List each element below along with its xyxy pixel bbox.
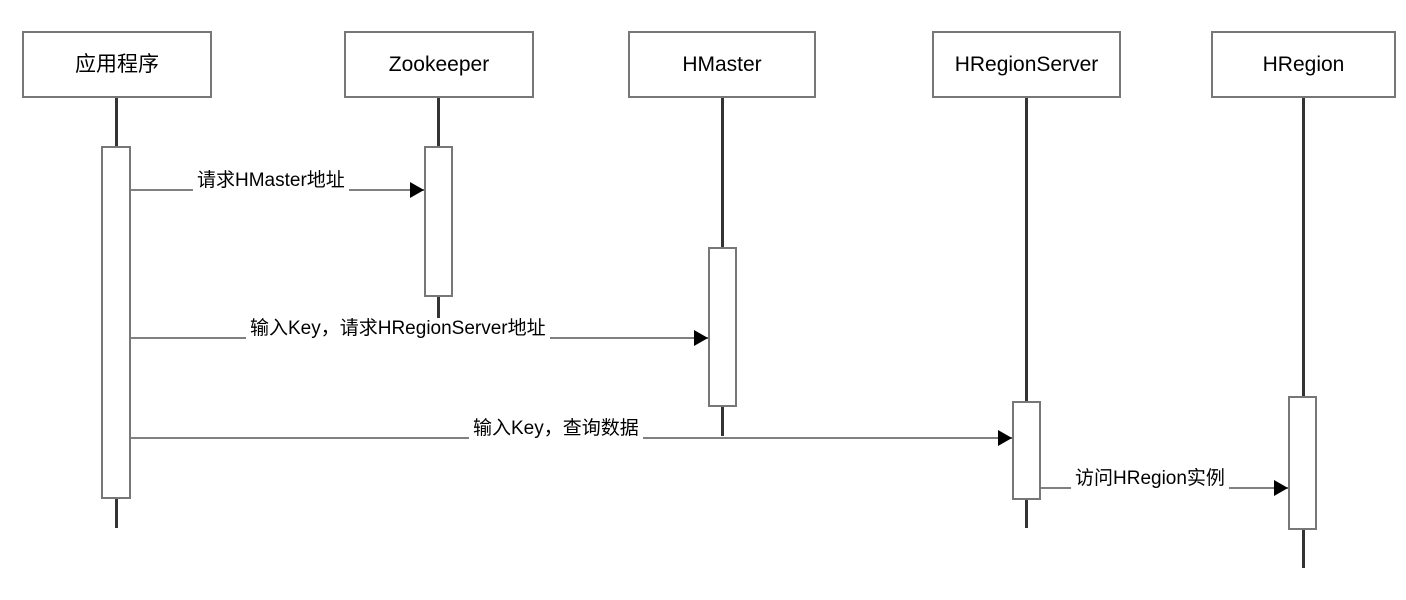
participant-box-zookeeper[interactable]: Zookeeper bbox=[344, 31, 534, 98]
participant-label-app: 应用程序 bbox=[75, 53, 159, 76]
participant-label-hmaster: HMaster bbox=[682, 53, 762, 76]
arrow-head-icon bbox=[410, 182, 424, 198]
lifeline-zookeeper bbox=[437, 98, 440, 148]
lifeline-zookeeper bbox=[437, 295, 440, 325]
lifeline-hmaster bbox=[721, 406, 724, 436]
participant-box-hregion[interactable]: HRegion bbox=[1211, 31, 1396, 98]
message-msg-request-hmaster-address[interactable]: 请求HMaster地址 bbox=[131, 170, 424, 200]
lifeline-hregion bbox=[1302, 98, 1305, 398]
lifeline-hregion bbox=[1302, 528, 1305, 568]
arrow-head-icon bbox=[1274, 480, 1288, 496]
message-msg-request-hregionserver-address[interactable]: 输入Key，请求HRegionServer地址 bbox=[131, 318, 708, 348]
message-label-msg-query-data: 输入Key，查询数据 bbox=[469, 418, 643, 440]
activation-bar-app bbox=[101, 146, 131, 499]
message-msg-access-hregion-instance[interactable]: 访问HRegion实例 bbox=[1041, 468, 1288, 498]
participant-label-hregionserver: HRegionServer bbox=[954, 53, 1099, 76]
participant-label-hregion: HRegion bbox=[1262, 53, 1345, 76]
activation-bar-hregionserver bbox=[1012, 401, 1041, 500]
message-label-msg-request-hmaster-address: 请求HMaster地址 bbox=[193, 170, 349, 192]
activation-bar-hmaster bbox=[708, 247, 737, 407]
participant-label-zookeeper: Zookeeper bbox=[388, 53, 490, 76]
participant-box-hregionserver[interactable]: HRegionServer bbox=[932, 31, 1121, 98]
lifeline-hregionserver bbox=[1025, 498, 1028, 528]
lifeline-hmaster bbox=[721, 98, 724, 248]
message-label-msg-access-hregion-instance: 访问HRegion实例 bbox=[1071, 468, 1229, 490]
activation-bar-hregion bbox=[1288, 396, 1317, 530]
participant-box-hmaster[interactable]: HMaster bbox=[628, 31, 816, 98]
lifeline-app bbox=[115, 98, 118, 148]
activation-bar-zookeeper bbox=[424, 146, 453, 297]
message-msg-query-data[interactable]: 输入Key，查询数据 bbox=[131, 418, 1012, 448]
lifeline-app bbox=[115, 498, 118, 528]
arrow-head-icon bbox=[694, 330, 708, 346]
participant-box-app[interactable]: 应用程序 bbox=[22, 31, 212, 98]
lifeline-hregionserver bbox=[1025, 98, 1028, 403]
arrow-head-icon bbox=[998, 430, 1012, 446]
message-label-msg-request-hregionserver-address: 输入Key，请求HRegionServer地址 bbox=[246, 318, 550, 340]
